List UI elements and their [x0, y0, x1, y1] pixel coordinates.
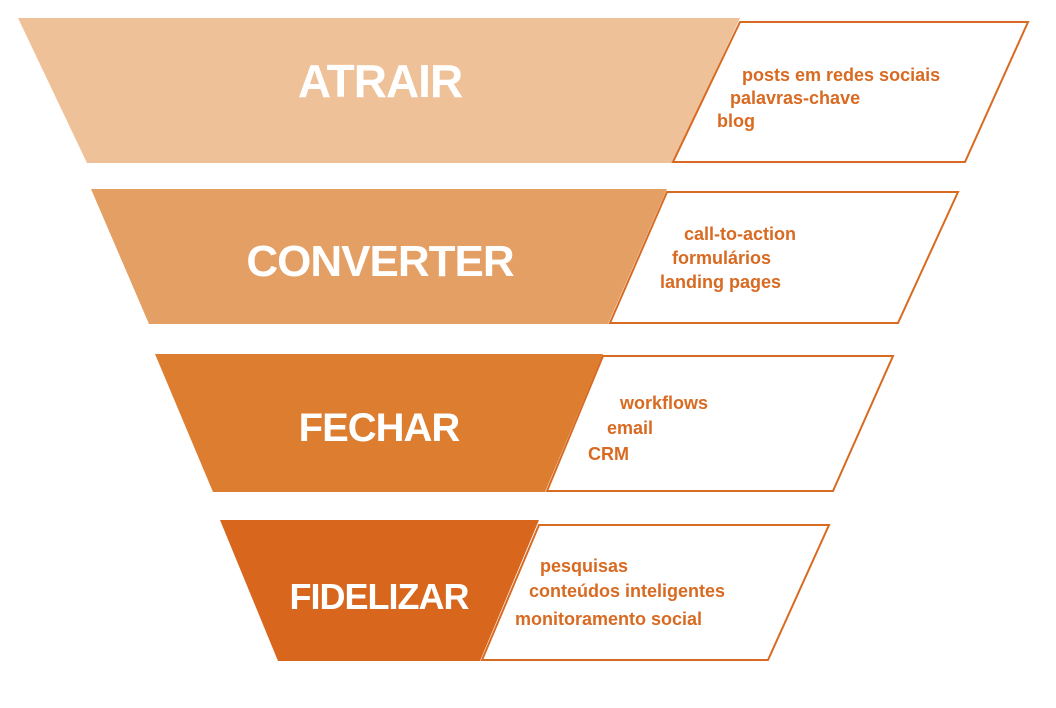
funnel-band-fidelizar — [220, 520, 539, 661]
stage-item-converter-1: call-to-action — [684, 224, 796, 244]
stage-item-atrair-2: palavras-chave — [730, 88, 860, 108]
stage-title-converter: CONVERTER — [246, 237, 513, 286]
stage-item-converter-3: landing pages — [660, 272, 781, 292]
stage-item-atrair-1: posts em redes sociais — [742, 65, 940, 85]
tools-box-converter — [608, 191, 960, 324]
stage-title-atrair: ATRAIR — [298, 55, 463, 107]
stage-item-converter-2: formulários — [672, 248, 771, 268]
tools-box-fechar — [545, 355, 895, 492]
stage-item-fechar-1: workflows — [619, 393, 708, 413]
stage-fidelizar: FIDELIZAR pesquisas conteúdos inteligent… — [220, 520, 831, 661]
stage-item-atrair-3: blog — [717, 111, 755, 131]
stage-item-fidelizar-1: pesquisas — [540, 556, 628, 576]
stage-item-fechar-3: CRM — [588, 444, 629, 464]
stage-item-fechar-2: email — [607, 418, 653, 438]
funnel-band-atrair — [18, 18, 740, 163]
funnel-band-converter — [91, 189, 667, 324]
stage-title-fidelizar: FIDELIZAR — [290, 576, 470, 617]
stage-title-fechar: FECHAR — [299, 406, 461, 450]
tools-box-atrair — [671, 21, 1030, 163]
stage-fechar: FECHAR workflows email CRM — [155, 354, 895, 492]
stage-item-fidelizar-3: monitoramento social — [515, 609, 702, 629]
stage-atrair: ATRAIR posts em redes sociais palavras-c… — [18, 18, 1030, 163]
tools-box-fidelizar — [480, 524, 831, 661]
stage-converter: CONVERTER call-to-action formulários lan… — [91, 189, 960, 324]
funnel-band-fechar — [155, 354, 603, 492]
stage-item-fidelizar-2: conteúdos inteligentes — [529, 581, 725, 601]
